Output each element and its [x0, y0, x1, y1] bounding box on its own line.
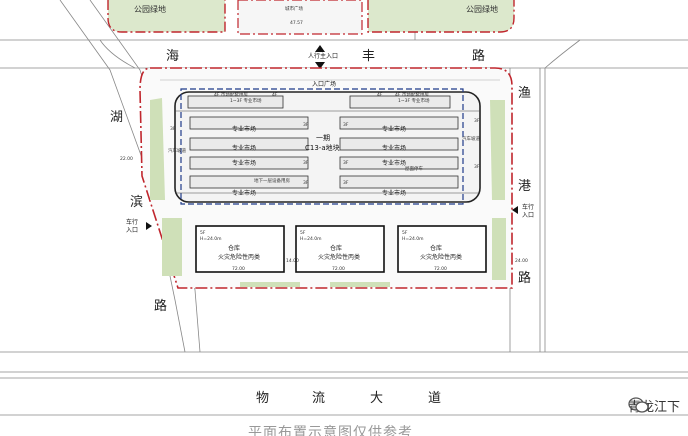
market-label: 专业市场: [382, 144, 406, 152]
pedestrian-entrance: 人行主入口: [308, 45, 338, 69]
park-label: 公园绿地: [134, 4, 166, 14]
floor-note: 1~3F 专业市场: [230, 97, 262, 104]
road-name-yugang: 渔 港 路: [518, 86, 531, 286]
floor-tag: 3F: [343, 180, 349, 186]
dimension: 24.00: [515, 258, 528, 264]
block-code: C13-a地块: [305, 143, 340, 152]
svg-text:仓库: 仓库: [430, 244, 442, 252]
market-label: 专业市场: [232, 189, 256, 197]
svg-text:5F: 5F: [300, 230, 306, 236]
warehouse-1: 5F H=24.0m 仓库 火灾危险性丙类 72.00: [195, 225, 285, 273]
svg-text:湖: 湖: [110, 110, 123, 125]
floor-tag: 4F: [377, 92, 383, 98]
floor-tag: 3F: [474, 118, 480, 124]
svg-text:大: 大: [370, 391, 383, 406]
rooftop-parking-label: 屋面停车: [405, 165, 423, 172]
svg-text:物: 物: [256, 391, 269, 406]
svg-text:道: 道: [428, 391, 441, 406]
floor-tag: 3F: [303, 122, 309, 128]
ramp-label: 汽车坡道: [168, 147, 186, 154]
floor-tag: 3F: [343, 160, 349, 166]
svg-text:车行: 车行: [126, 218, 138, 226]
svg-text:流: 流: [312, 391, 325, 406]
road-name-hubin: 湖 滨 路: [110, 110, 167, 314]
market-label: 专业市场: [232, 159, 256, 167]
svg-text:火灾危险性丙类: 火灾危险性丙类: [318, 253, 360, 261]
svg-text:渔: 渔: [518, 86, 531, 101]
svg-text:车行: 车行: [522, 203, 534, 211]
floor-tag: 3F: [303, 180, 309, 186]
park-label: 公园绿地: [466, 4, 498, 14]
floor-tag: 3F: [474, 164, 480, 170]
caption: 平面布置示意图仅供参考: [248, 425, 413, 436]
wechat-icon: [628, 397, 649, 413]
park-left: 公园绿地: [107, 0, 226, 33]
landscape-green: [150, 98, 506, 287]
svg-text:滨: 滨: [130, 194, 143, 210]
plaza-label: 城市广场: [285, 5, 303, 12]
dimension: 14.00: [286, 258, 299, 264]
svg-text:仓库: 仓库: [228, 244, 240, 252]
road-name-wuliu: 物 流 大 道: [256, 391, 441, 406]
city-plaza: 城市广场 47.57: [237, 0, 363, 35]
svg-text:火灾危险性丙类: 火灾危险性丙类: [218, 253, 260, 261]
svg-text:仓库: 仓库: [330, 244, 342, 252]
warehouse-3: 5F H=24.0m 仓库 火灾危险性丙类 72.00: [397, 225, 487, 273]
svg-text:H=24.0m: H=24.0m: [200, 236, 222, 242]
dimension: 22.00: [120, 156, 133, 162]
svg-text:人行主入口: 人行主入口: [308, 52, 338, 60]
floor-tag: 3F: [343, 122, 349, 128]
road-network: [0, 0, 688, 416]
park-right: 公园绿地: [367, 0, 515, 33]
svg-text:海: 海: [166, 49, 179, 64]
floor-tag: 3F: [303, 160, 309, 166]
market-label: 专业市场: [382, 125, 406, 133]
market-label: 专业市场: [382, 189, 406, 197]
floor-note: 4F 市场配套用房: [395, 91, 429, 98]
ramp-label: 汽车坡道: [462, 135, 480, 142]
svg-text:5F: 5F: [402, 230, 408, 236]
svg-text:路: 路: [472, 48, 485, 64]
plaza-entrance-label: 入口广场: [312, 80, 336, 88]
svg-text:入口: 入口: [522, 212, 534, 219]
svg-text:H=24.0m: H=24.0m: [300, 236, 322, 242]
svg-text:H=24.0m: H=24.0m: [402, 236, 424, 242]
main-market-building: 4F 市场配套用房 1~3F 专业市场 4F 市场配套用房 1~3F 专业市场 …: [168, 88, 481, 205]
warehouse-2: 5F H=24.0m 仓库 火灾危险性丙类 72.00: [295, 225, 385, 273]
floor-tag: 3F: [170, 126, 176, 132]
road-name-haifeng: 海 丰 路: [166, 48, 485, 64]
svg-text:72.00: 72.00: [332, 266, 345, 272]
svg-text:火灾危险性丙类: 火灾危险性丙类: [420, 253, 462, 261]
svg-text:路: 路: [518, 270, 531, 286]
floor-tag: 4F: [272, 92, 278, 98]
svg-text:路: 路: [154, 298, 167, 314]
watermark: 青龙江下: [628, 396, 680, 415]
floor-note: 1~3F 专业市场: [398, 97, 430, 104]
basement-label: 地下一层设备用房: [254, 177, 290, 184]
svg-text:72.00: 72.00: [232, 266, 245, 272]
svg-text:丰: 丰: [362, 49, 375, 64]
market-label: 专业市场: [232, 144, 256, 152]
phase-label: 一期: [316, 134, 330, 142]
floor-note: 4F 市场配套用房: [214, 91, 248, 98]
market-label: 专业市场: [382, 159, 406, 167]
svg-text:72.00: 72.00: [434, 266, 447, 272]
svg-text:入口: 入口: [126, 227, 138, 234]
vehicle-entrance-left: 车行 入口: [126, 218, 152, 234]
market-label: 专业市场: [232, 125, 256, 133]
plaza-dim: 47.57: [290, 20, 303, 26]
vehicle-entrance-right: 车行 入口: [512, 203, 534, 219]
svg-text:5F: 5F: [200, 230, 206, 236]
svg-text:港: 港: [518, 179, 531, 194]
